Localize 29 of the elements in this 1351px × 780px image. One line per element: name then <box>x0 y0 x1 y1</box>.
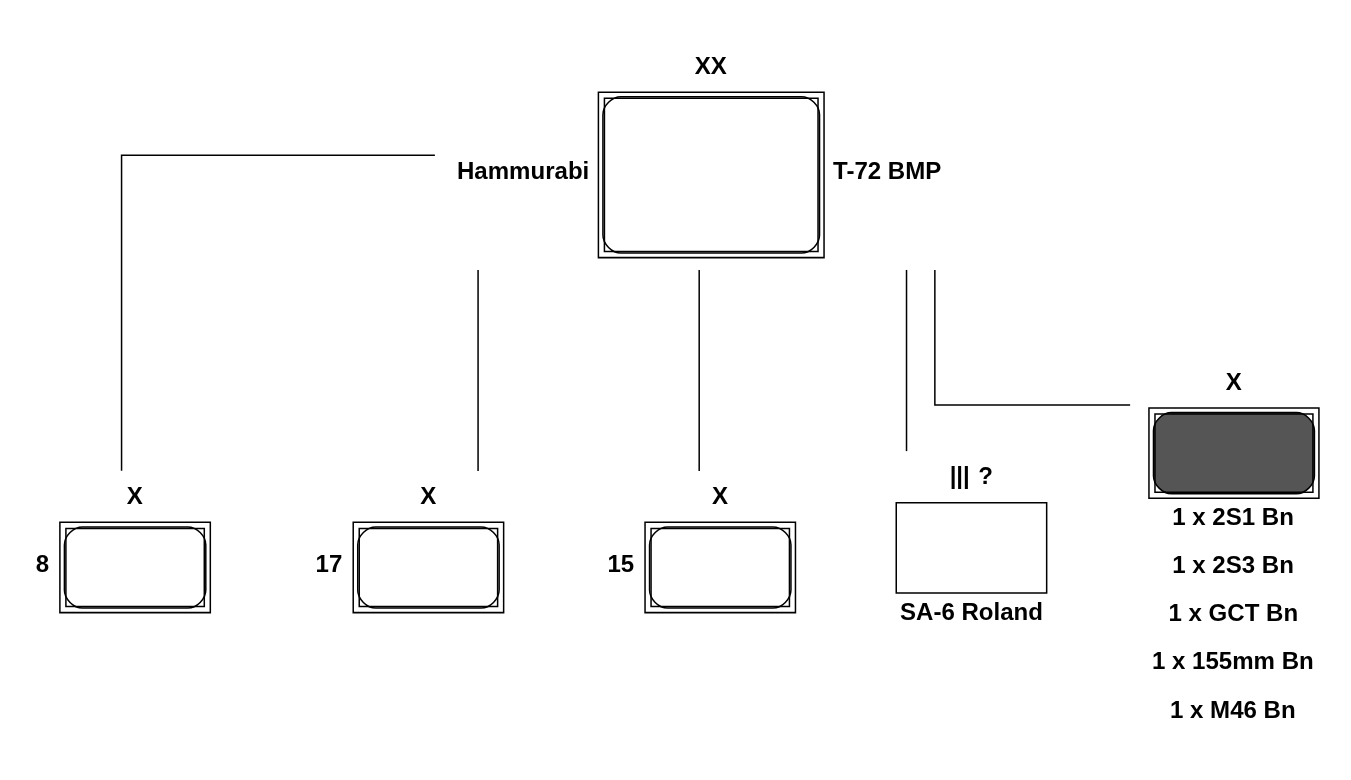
connector <box>120 154 436 472</box>
node-label: SA-6 Roland <box>900 597 1043 625</box>
node-label: X <box>711 482 729 510</box>
node-label: 1 x 2S1 Bn <box>1172 503 1294 531</box>
node-label: Hammurabi <box>457 157 590 185</box>
node-label: X <box>126 482 143 510</box>
node-box <box>59 521 212 614</box>
connector <box>698 269 700 472</box>
node-label: X <box>420 482 437 510</box>
node-label: X <box>1225 367 1242 395</box>
node-label: 1 x GCT Bn <box>1168 599 1299 627</box>
connector <box>477 269 479 472</box>
node-label: ? <box>978 462 993 490</box>
node-label: 1 x M46 Bn <box>1170 695 1296 723</box>
node-box <box>352 521 505 614</box>
node-label: 1 x 2S3 Bn <box>1172 551 1294 579</box>
connector <box>934 269 1131 406</box>
node-label: 8 <box>35 549 50 577</box>
node-box <box>895 502 1048 594</box>
node-box <box>597 91 825 259</box>
node-label: 15 <box>607 549 635 577</box>
node-label: 1 x 155mm Bn <box>1151 647 1314 675</box>
connector <box>905 269 908 452</box>
node-label: XX <box>694 51 727 79</box>
node-label: 17 <box>315 549 343 577</box>
node-box <box>644 521 797 614</box>
node-label: ||| <box>949 462 970 490</box>
node-box <box>1148 407 1320 500</box>
node-label: T-72 BMP <box>833 157 942 185</box>
